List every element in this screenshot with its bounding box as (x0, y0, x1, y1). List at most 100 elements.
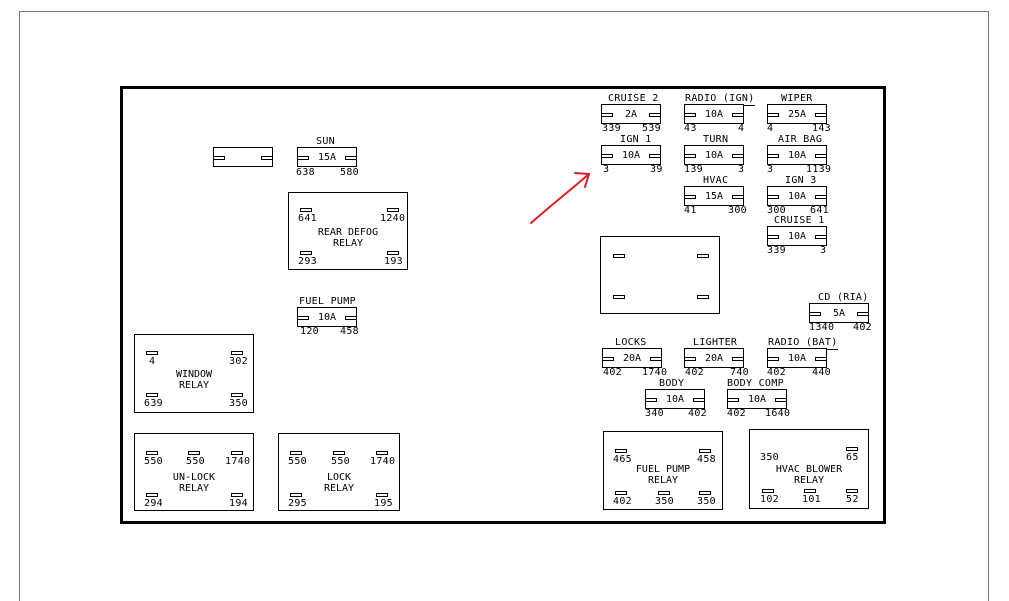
fuse-pin: 539 (642, 123, 661, 134)
fuse-pin: 1640 (765, 408, 791, 419)
relay-pin: 1240 (380, 213, 406, 224)
fuse-ign-1[interactable]: 10A (601, 145, 661, 165)
relay-pin: 458 (697, 454, 716, 465)
fuse-amp: 10A (704, 109, 724, 120)
fuse-locks[interactable]: 20A (602, 348, 662, 368)
fuse-amp: 15A (317, 152, 337, 163)
fuse-amp: 10A (787, 353, 807, 364)
fuse-pin: 139 (684, 164, 703, 175)
fuse-pin: 339 (602, 123, 621, 134)
fuse-amp: 10A (665, 394, 685, 405)
fuse-radio-ign[interactable]: 10A (684, 104, 744, 124)
relay-terminal (613, 254, 625, 258)
relay-terminal (699, 491, 711, 495)
relay-terminal (387, 208, 399, 212)
fuse-cruise-2[interactable]: 2A (601, 104, 661, 124)
relay-pin: 402 (613, 496, 632, 507)
fuse-fuel-pump[interactable]: 10A (297, 307, 357, 327)
fuse-pin: 580 (340, 167, 359, 178)
fuse-pin: 440 (812, 367, 831, 378)
relay-pin: 193 (384, 256, 403, 267)
fuse-pin: 339 (767, 245, 786, 256)
fuse-turn[interactable]: 10A (684, 145, 744, 165)
fuse-pin: 120 (300, 326, 319, 337)
fuse-pin: 43 (684, 123, 697, 134)
relay-rear-defog[interactable] (288, 192, 408, 270)
relay-terminal (333, 451, 345, 455)
relay-pin: 65 (846, 452, 859, 463)
fuse-pin: 641 (810, 205, 829, 216)
relay-pin: 550 (186, 456, 205, 467)
fuse-radio-bat[interactable]: 10A (767, 348, 827, 368)
fuse-hvac[interactable]: 15A (684, 186, 744, 206)
fuse-body[interactable]: 10A (645, 389, 705, 409)
relay-terminal (699, 449, 711, 453)
relay-terminal (804, 489, 816, 493)
relay-terminal (146, 451, 158, 455)
relay-window[interactable] (134, 334, 254, 413)
fuse-pin: 41 (684, 205, 697, 216)
fuse-air-bag[interactable]: 10A (767, 145, 827, 165)
fuse-cruise-1[interactable]: 10A (767, 226, 827, 246)
fuse-body-comp[interactable]: 10A (727, 389, 787, 409)
relay-terminal (231, 351, 243, 355)
fuse-pin: 402 (767, 367, 786, 378)
fuse-pin: 340 (645, 408, 664, 419)
relay-hvac-blower[interactable] (749, 429, 869, 509)
fuse-wiper[interactable]: 25A (767, 104, 827, 124)
relay-terminal (300, 208, 312, 212)
fuse-pin: 1740 (642, 367, 668, 378)
fuse-pin: 1340 (809, 322, 835, 333)
fuse-pin: 402 (603, 367, 622, 378)
relay-terminal (290, 493, 302, 497)
relay-terminal (697, 254, 709, 258)
relay-terminal (231, 493, 243, 497)
relay-terminal (146, 493, 158, 497)
relay-pin: 294 (144, 498, 163, 509)
relay-terminal (387, 251, 399, 255)
relay-fuel-pump[interactable] (603, 431, 723, 510)
relay-unlock[interactable] (134, 433, 254, 511)
fuse-pin: 3 (738, 164, 745, 175)
relay-pin: 350 (760, 452, 779, 463)
fuse-amp: 10A (621, 150, 641, 161)
relay-terminal (846, 489, 858, 493)
fuse-cd-ria[interactable]: 5A (809, 303, 869, 323)
relay-pin: 293 (298, 256, 317, 267)
relay-terminal (615, 491, 627, 495)
relay-terminal (376, 493, 388, 497)
relay-terminal (615, 449, 627, 453)
fuse-sun[interactable]: 15A (297, 147, 357, 167)
fuse-pin: 4 (767, 123, 774, 134)
fuse-pin: 458 (340, 326, 359, 337)
fuse-lighter[interactable]: 20A (684, 348, 744, 368)
relay-terminal (697, 295, 709, 299)
fuse-amp: 10A (787, 150, 807, 161)
fuse-ign-3[interactable]: 10A (767, 186, 827, 206)
relay-pin: 295 (288, 498, 307, 509)
fuse-pin: 143 (812, 123, 831, 134)
fuse-amp: 10A (787, 231, 807, 242)
relay-terminal (290, 451, 302, 455)
relay-terminal (146, 393, 158, 397)
page-frame (19, 11, 989, 601)
relay-pin: 350 (697, 496, 716, 507)
relay-lock[interactable] (278, 433, 400, 511)
fuse-pin: 300 (767, 205, 786, 216)
relay-pin: 641 (298, 213, 317, 224)
fuse-pin: 402 (727, 408, 746, 419)
relay-pin: 350 (655, 496, 674, 507)
relay-pin: 302 (229, 356, 248, 367)
fuse-pin: 1139 (806, 164, 832, 175)
relay-terminal (146, 351, 158, 355)
relay-empty-slot[interactable] (600, 236, 720, 314)
fuse-pin: 740 (730, 367, 749, 378)
relay-terminal (762, 489, 774, 493)
relay-terminal (231, 451, 243, 455)
relay-pin: 639 (144, 398, 163, 409)
relay-pin: 465 (613, 454, 632, 465)
relay-pin: 550 (288, 456, 307, 467)
